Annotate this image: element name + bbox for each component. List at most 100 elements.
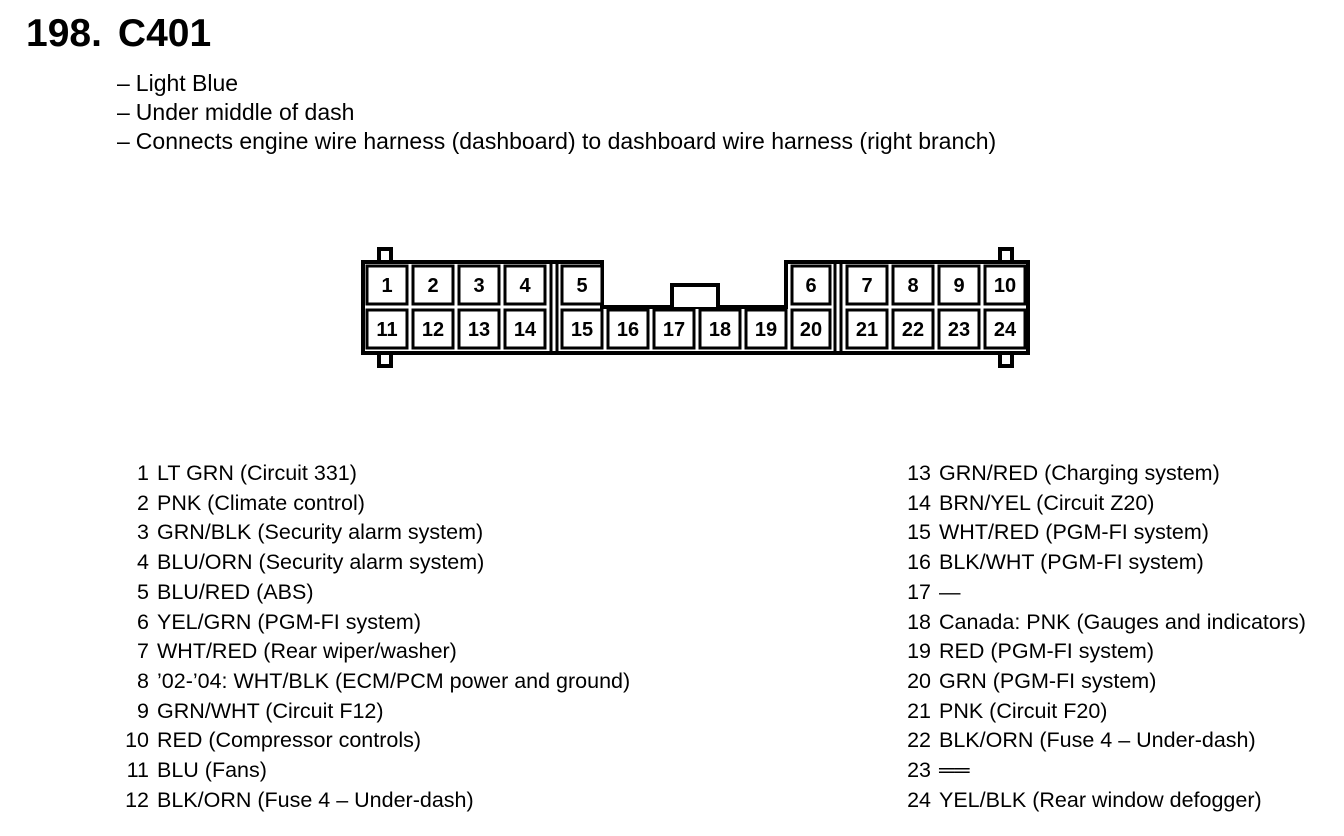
pin-number: 19 — [755, 319, 777, 341]
pin-cavity — [365, 264, 409, 306]
pin-list-number: 14 — [907, 490, 931, 515]
pin-cavity — [790, 308, 832, 350]
pin-cavity — [457, 264, 501, 306]
pin-list-number: 17 — [907, 579, 931, 604]
pin-cavity — [411, 308, 455, 350]
pin-cavity — [845, 264, 889, 306]
pin-cavity — [937, 264, 981, 306]
pin-cavity — [411, 264, 455, 306]
pin-number: 6 — [805, 275, 816, 297]
pin-number: 11 — [376, 319, 397, 341]
pin-list-description: Canada: PNK (Gauges and indicators) — [939, 609, 1306, 634]
pin-number: 8 — [907, 275, 918, 297]
pin-row: 8’02-’04: WHT/BLK (ECM/PCM power and gro… — [118, 667, 630, 697]
pin-list-description: BLK/WHT (PGM-FI system) — [939, 550, 1204, 575]
pin-cavity — [698, 308, 742, 350]
pin-cavity — [845, 308, 889, 350]
pin-row: 6 YEL/GRN (PGM-FI system) — [118, 608, 630, 638]
pin-number: 9 — [953, 275, 964, 297]
pin-list-description: BLU (Fans) — [157, 758, 267, 783]
pin-list-number: 12 — [125, 787, 149, 812]
pin-list-number: 20 — [907, 668, 931, 693]
connector-name: C401 — [117, 12, 212, 55]
pin-list-number: 6 — [137, 609, 149, 634]
pin-number: 1 — [381, 275, 392, 297]
pin-list-description: BRN/YEL (Circuit Z20) — [939, 490, 1155, 515]
pin-cavity — [983, 264, 1027, 306]
pin-cavity — [652, 308, 696, 350]
pin-list-description: GRN/RED (Charging system) — [939, 461, 1220, 485]
pin-list-description: RED (PGM-FI system) — [939, 639, 1154, 664]
pin-list-description: YEL/BLK (Rear window defogger) — [939, 787, 1262, 812]
pin-cavity — [983, 308, 1027, 350]
description-line: –Connects engine wire harness (dashboard… — [117, 128, 997, 154]
pin-list-description: LT GRN (Circuit 331) — [157, 461, 357, 485]
pin-cavity — [365, 308, 409, 350]
pin-cavity — [503, 264, 547, 306]
pin-list-description: — — [939, 579, 961, 604]
pin-cavity — [606, 308, 650, 350]
pin-list-description: BLK/ORN (Fuse 4 – Under-dash) — [939, 728, 1256, 753]
pin-list-number: 24 — [907, 787, 931, 812]
pin-number: 2 — [427, 275, 438, 297]
pin-list-description: GRN/WHT (Circuit F12) — [157, 698, 384, 723]
pin-list-number: 3 — [137, 520, 149, 545]
connector-description: –Light Blue –Under middle of dash –Conne… — [117, 69, 996, 156]
pin-list-description: ’02-’04: WHT/BLK (ECM/PCM power and grou… — [157, 668, 631, 693]
pin-list-number: 23 — [907, 758, 931, 783]
pin-row: 17 — — [900, 578, 1306, 608]
pin-list-description: ══ — [939, 758, 970, 783]
pin-number: 17 — [663, 319, 685, 341]
section-number: 198. — [26, 12, 102, 55]
connector-key — [670, 283, 720, 307]
pin-list-description: YEL/GRN (PGM-FI system) — [157, 609, 421, 634]
pin-number: 7 — [861, 275, 872, 297]
pin-row: 12 BLK/ORN (Fuse 4 – Under-dash) — [118, 786, 630, 816]
pin-list-number: 10 — [125, 728, 149, 753]
pin-number: 22 — [902, 319, 924, 341]
pin-number: 24 — [994, 319, 1017, 341]
pin-row: 14 BRN/YEL (Circuit Z20) — [900, 489, 1306, 519]
pin-list-description: WHT/RED (PGM-FI system) — [939, 520, 1209, 545]
pin-cavity — [937, 308, 981, 350]
pin-number: 12 — [422, 319, 444, 341]
pin-number: 10 — [994, 275, 1016, 297]
pin-number: 3 — [473, 275, 484, 297]
pin-list-description: GRN (PGM-FI system) — [939, 668, 1157, 693]
connector-face-diagram: 1 2 3 4 5 6 7 8 9 10 11 12 13 14 15 16 1… — [361, 247, 1030, 368]
pin-row: 24 YEL/BLK (Rear window defogger) — [900, 786, 1306, 816]
pin-number: 18 — [709, 319, 731, 341]
pin-number: 15 — [571, 319, 593, 341]
pin-number: 21 — [856, 319, 878, 341]
pin-list-number: 16 — [907, 550, 931, 575]
pin-row: 3 GRN/BLK (Security alarm system) — [118, 518, 630, 548]
pin-list-number: 21 — [907, 698, 931, 723]
pin-list-description: PNK (Circuit F20) — [939, 698, 1108, 723]
pin-row: 22 BLK/ORN (Fuse 4 – Under-dash) — [900, 726, 1306, 756]
pin-cavity — [891, 308, 935, 350]
pin-list-description: BLU/ORN (Security alarm system) — [157, 550, 485, 575]
pin-list-number: 22 — [907, 728, 931, 753]
pin-list-description: BLK/ORN (Fuse 4 – Under-dash) — [157, 787, 474, 812]
pin-row: 21 PNK (Circuit F20) — [900, 697, 1306, 727]
pin-list-number: 2 — [137, 490, 149, 515]
pin-number: 13 — [468, 319, 490, 341]
pin-cavity — [560, 264, 604, 306]
pin-cavity — [891, 264, 935, 306]
pin-row: 20 GRN (PGM-FI system) — [900, 667, 1306, 697]
pin-list-description: GRN/BLK (Security alarm system) — [157, 520, 484, 545]
pin-row: 16 BLK/WHT (PGM-FI system) — [900, 548, 1306, 578]
pin-list-description: BLU/RED (ABS) — [157, 579, 314, 604]
